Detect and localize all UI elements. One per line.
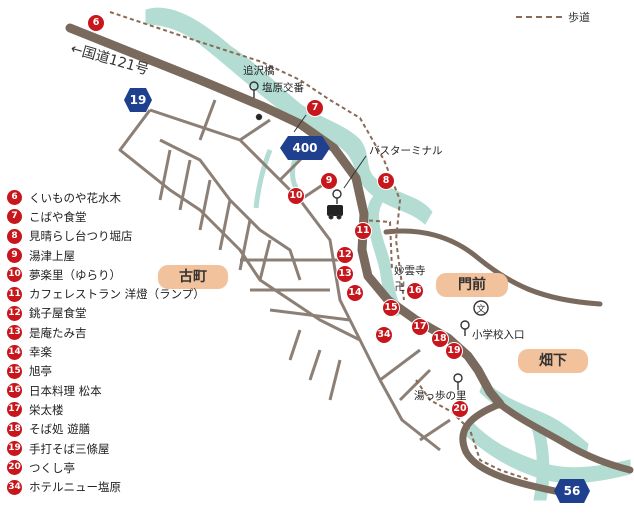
legend-item-name: 銚子屋食堂 bbox=[29, 306, 87, 321]
map-marker-15[interactable]: 15 bbox=[382, 299, 400, 317]
legend-item[interactable]: 16 日本料理 松本 bbox=[7, 381, 277, 400]
temple-icon: 卍 bbox=[395, 280, 406, 293]
walkway-legend: 歩道 bbox=[516, 9, 590, 25]
legend-item[interactable]: 8 見晴らし台つり堀店 bbox=[7, 227, 277, 246]
place-label-koban: 塩原交番 bbox=[262, 82, 304, 94]
map-marker-17[interactable]: 17 bbox=[411, 318, 429, 336]
legend-item[interactable]: 7 こばや食堂 bbox=[7, 207, 277, 226]
legend-number-badge: 11 bbox=[7, 286, 22, 302]
map-marker-7[interactable]: 7 bbox=[306, 99, 324, 117]
legend-item[interactable]: 10 夢楽里（ゆらり） bbox=[7, 265, 277, 284]
legend-item[interactable]: 14 幸楽 bbox=[7, 342, 277, 361]
place-icons: 文 卍 bbox=[249, 81, 489, 390]
legend-item[interactable]: 19 手打そば三條屋 bbox=[7, 439, 277, 458]
area-label-furumachi: 古町 bbox=[158, 265, 228, 289]
legend-item-name: 手打そば三條屋 bbox=[29, 441, 110, 456]
school-icon bbox=[460, 320, 470, 336]
svg-text:卍: 卍 bbox=[395, 280, 406, 293]
legend-item-name: 夢楽里（ゆらり） bbox=[29, 267, 121, 282]
legend-item[interactable]: 15 旭亭 bbox=[7, 362, 277, 381]
legend-item[interactable]: 12 銚子屋食堂 bbox=[7, 304, 277, 323]
bus-stop-icon bbox=[332, 189, 342, 204]
svg-text:文: 文 bbox=[476, 303, 485, 315]
map-marker-14[interactable]: 14 bbox=[346, 284, 364, 302]
map-marker-13[interactable]: 13 bbox=[336, 265, 354, 283]
map-marker-16[interactable]: 16 bbox=[406, 282, 424, 300]
map-marker-9[interactable]: 9 bbox=[320, 172, 338, 190]
legend-number-badge: 20 bbox=[7, 460, 22, 476]
legend-item[interactable]: 18 そば処 遊膳 bbox=[7, 420, 277, 439]
legend-number-badge: 9 bbox=[7, 248, 22, 264]
legend-item[interactable]: 20 つくし亭 bbox=[7, 458, 277, 477]
legend-item-name: 旭亭 bbox=[29, 364, 52, 379]
legend-item[interactable]: 13 是庵たみ吉 bbox=[7, 323, 277, 342]
map-marker-12[interactable]: 12 bbox=[336, 246, 354, 264]
shield-shapes bbox=[124, 88, 590, 503]
legend-item-name: 栄太楼 bbox=[29, 402, 64, 417]
area-label-hataori: 畑下 bbox=[518, 349, 588, 373]
place-label-bus-terminal: バスターミナル bbox=[369, 145, 443, 157]
school-symbol-icon: 文 bbox=[473, 300, 489, 316]
place-label-school-entrance: 小学校入口 bbox=[472, 329, 525, 341]
legend-item-name: 日本料理 松本 bbox=[29, 383, 102, 398]
route-shield-19: 19 bbox=[129, 93, 147, 107]
street-grid bbox=[118, 99, 451, 452]
legend-number-badge: 34 bbox=[7, 479, 22, 495]
route-shield-56: 56 bbox=[563, 484, 581, 498]
map-marker-8[interactable]: 8 bbox=[377, 172, 395, 190]
legend-number-badge: 6 bbox=[7, 190, 22, 206]
map-marker-11[interactable]: 11 bbox=[354, 222, 372, 240]
bridge-spot-icon bbox=[249, 81, 259, 98]
legend-number-badge: 15 bbox=[7, 363, 22, 379]
legend-number-badge: 18 bbox=[7, 421, 22, 437]
legend-item-name: くいものや花水木 bbox=[29, 190, 121, 205]
legend-number-badge: 8 bbox=[7, 228, 22, 244]
yuppo-spot-icon bbox=[453, 373, 463, 390]
legend-item[interactable]: 11 カフェレストラン 洋燈（ランプ） bbox=[7, 284, 277, 303]
area-label-monzen: 門前 bbox=[436, 273, 508, 297]
map-marker-10[interactable]: 10 bbox=[287, 187, 305, 205]
bus-icon bbox=[327, 205, 343, 220]
legend-item[interactable]: 34 ホテルニュー塩原 bbox=[7, 477, 277, 496]
map-marker-34[interactable]: 34 bbox=[375, 326, 393, 344]
legend-item-name: 見晴らし台つり堀店 bbox=[29, 229, 133, 244]
legend-number-badge: 16 bbox=[7, 383, 22, 399]
walkway-legend-label: 歩道 bbox=[568, 11, 590, 24]
legend-number-badge: 13 bbox=[7, 325, 22, 341]
legend-item[interactable]: 17 栄太楼 bbox=[7, 400, 277, 419]
legend-item-name: ホテルニュー塩原 bbox=[29, 480, 121, 495]
legend-number-badge: 17 bbox=[7, 402, 22, 418]
map-marker-18[interactable]: 18 bbox=[431, 330, 449, 348]
legend-item[interactable]: 9 湯津上屋 bbox=[7, 246, 277, 265]
place-label-yuppo-no-sato: 湯っ歩の里 bbox=[414, 390, 467, 402]
walkway-legend-line bbox=[516, 16, 562, 18]
legend-item[interactable]: 6 くいものや花水木 bbox=[7, 188, 277, 207]
restaurant-legend: 6 くいものや花水木 7 こばや食堂 8 見晴らし台つり堀店 9 湯津上屋 10 夢楽里（… bbox=[7, 188, 277, 497]
place-label-oizawabashi: 追沢橋 bbox=[243, 65, 275, 77]
leader-lines bbox=[293, 114, 367, 189]
legend-number-badge: 10 bbox=[7, 267, 22, 283]
legend-item-name: こばや食堂 bbox=[29, 209, 87, 224]
main-road bbox=[65, 23, 634, 496]
walkway-paths bbox=[109, 11, 531, 481]
legend-item-name: 湯津上屋 bbox=[29, 248, 75, 263]
river bbox=[145, 7, 631, 501]
legend-item-name: 幸楽 bbox=[29, 345, 52, 360]
police-dot-icon bbox=[255, 113, 263, 121]
legend-number-badge: 7 bbox=[7, 209, 22, 225]
legend-number-badge: 19 bbox=[7, 441, 22, 456]
map-marker-19[interactable]: 19 bbox=[445, 342, 463, 360]
map-marker-20[interactable]: 20 bbox=[451, 400, 469, 418]
legend-number-badge: 14 bbox=[7, 344, 22, 360]
legend-number-badge: 12 bbox=[7, 305, 22, 321]
legend-item-name: つくし亭 bbox=[29, 460, 75, 475]
route-shield-400: 400 bbox=[292, 141, 318, 155]
legend-item-name: カフェレストラン 洋燈（ランプ） bbox=[29, 287, 205, 302]
map-marker-6[interactable]: 6 bbox=[87, 14, 105, 32]
legend-item-name: そば処 遊膳 bbox=[29, 422, 91, 437]
legend-item-name: 是庵たみ吉 bbox=[29, 325, 87, 340]
place-label-myounji: 妙雲寺 bbox=[394, 265, 426, 277]
